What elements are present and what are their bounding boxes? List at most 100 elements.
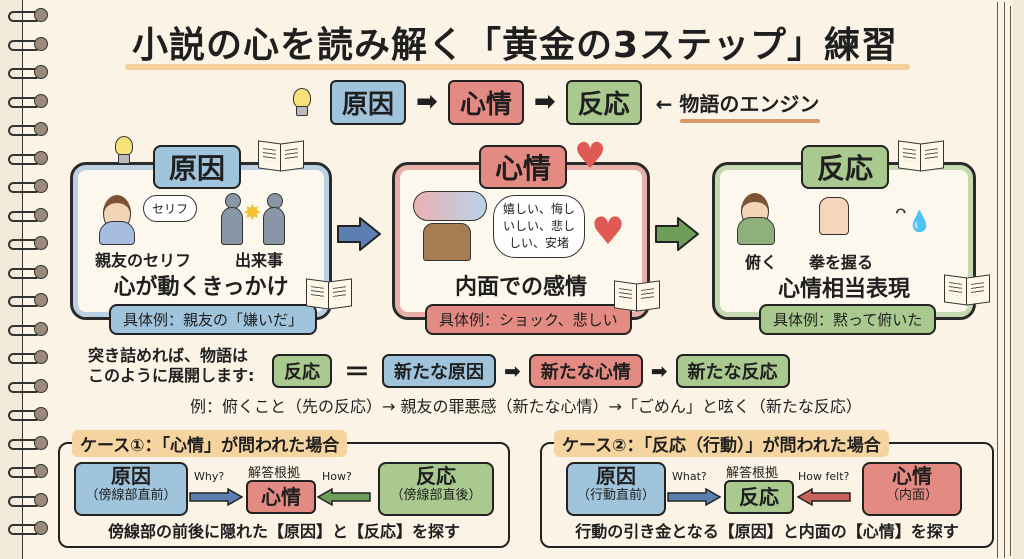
thought-cloud-icon [413, 191, 487, 221]
fist-icon [819, 197, 849, 235]
spiral-ring-icon [8, 407, 48, 421]
cloud-line: 嬉しい、悔し [503, 202, 576, 216]
case-1-answer-box: 心情 [246, 480, 316, 514]
case-2-footer: 行動の引き金となる【原因】と内面の【心情】を探す [575, 522, 959, 541]
arrow-cause-to-emotion-icon [337, 217, 381, 251]
case-1: ケース①：「心情」が問われた場合 原因 （傍線部直前） Why? 解答根拠 心情… [58, 430, 510, 548]
case-2-title: ケース②：「反応（行動）」が問われた場合 [554, 430, 889, 457]
case-1-reaction-label: 反応 [416, 464, 456, 488]
open-book-icon [944, 274, 992, 306]
spiral-ring-icon [8, 521, 48, 535]
flow-step-emotion: 心情 [447, 79, 524, 125]
open-book-icon [258, 140, 306, 172]
cycle-new-emotion: 新たな心情 [528, 353, 643, 388]
case-1-reaction-box: 反応 （傍線部直後） [378, 462, 494, 516]
panel-cause: 原因 セリフ ✸ 親友のセリフ 出来事 心が動くきっかけ 具体例：親友の「嫌いだ… [70, 145, 332, 335]
label-event: 出来事 [235, 251, 284, 270]
panel-cause-example: 具体例：親友の「嫌いだ」 [109, 304, 318, 335]
panel-reaction-tab: 反応 [801, 145, 890, 189]
emotions-cloud: 嬉しい、悔し いしい、悲し しい、安堵 [493, 195, 586, 258]
open-book-icon [614, 280, 662, 312]
spiral-ring-icon [8, 264, 48, 279]
panel-cause-tab: 原因 [153, 145, 242, 189]
cycle-example: 例：俯くこと（先の反応）→ 親友の罪悪感（新たな心情）→「ごめん」と呟く（新たな… [190, 397, 862, 416]
engine-note-text: ← 物語のエンジン [655, 91, 820, 116]
page-edge [997, 2, 1005, 558]
page-edge [1007, 6, 1011, 556]
cycle-new-reaction: 新たな反応 [675, 353, 790, 388]
crying-face-icon: ᵔ💧 [895, 201, 933, 236]
lightbulb-icon [290, 88, 312, 116]
engine-note: ← 物語のエンジン [655, 88, 820, 123]
spiral-ring-icon [8, 435, 48, 450]
spiral-ring-icon [8, 321, 48, 336]
cloud-line: しい、安堵 [509, 236, 570, 250]
equals-sign: ＝ [344, 358, 371, 388]
spiral-ring-icon [8, 150, 48, 165]
arrow-right-icon: ➡ [504, 358, 521, 383]
case-2-left-question: What? [672, 470, 707, 483]
cycle-start-reaction: 反応 [272, 353, 332, 388]
top-flow: 原因 ➡ 心情 ➡ 反応 ← 物語のエンジン [330, 79, 820, 125]
panel-emotion-example: 具体例：ショック、悲しい [425, 304, 632, 335]
panel-reaction-example: 具体例：黙って俯いた [759, 304, 937, 335]
case-2-answer-box: 反応 [724, 480, 794, 514]
case-1-footer: 傍線部の前後に隠れた【原因】と【反応】を探す [107, 522, 460, 541]
case-1-cause-sub: （傍線部直前） [85, 488, 177, 503]
spiral-ring-icon [8, 464, 48, 478]
spiral-ring-icon [8, 65, 48, 79]
open-book-icon [306, 278, 354, 310]
case-2-basis-label: 解答根拠 [726, 466, 779, 481]
case-2-cause-label: 原因 [596, 464, 636, 488]
panel-reaction: 反応 ᵔ💧 俯く 拳を握る 心情相当表現 具体例：黙って俯いた [712, 145, 976, 335]
spiral-ring-icon [8, 122, 48, 136]
panel-reaction-heading: 心情相当表現 [777, 277, 910, 302]
case-2-emotion-box: 心情 （内面） [862, 462, 962, 516]
case-2-right-question: How felt? [798, 470, 850, 483]
arrow-emotion-to-reaction-icon [655, 217, 699, 251]
cloud-line: いしい、悲し [503, 219, 576, 233]
spiral-ring-icon [8, 378, 48, 393]
cycle-new-cause: 新たな原因 [382, 353, 497, 388]
panel-emotion-tab: 心情 [479, 145, 568, 189]
flow-step-reaction: 反応 [565, 79, 642, 125]
case-1-title: ケース①：「心情」が問われた場合 [72, 430, 348, 457]
case-1-cause-label: 原因 [111, 464, 151, 488]
arrow-right-icon [667, 488, 722, 506]
heart-icon: ♥ [574, 136, 607, 177]
label-bow: 俯く [745, 253, 778, 272]
flow-step-cause: 原因 [330, 79, 407, 125]
case-1-reaction-sub: （傍線部直後） [390, 488, 482, 503]
page-title: 小説の心を読み解く「黄金の3ステップ」練習 [131, 25, 899, 66]
spiral-ring-icon [8, 179, 48, 193]
spiral-binding [0, 8, 50, 558]
label-friend-line: 親友のセリフ [95, 251, 192, 270]
cycle-intro-line: 突き詰めれば、物語は [88, 346, 249, 365]
panel-emotion: 心情 嬉しい、悔し いしい、悲し しい、安堵 ♥ 内面での感情 具体例：ショック… [392, 145, 650, 335]
spiral-ring-icon [8, 492, 48, 507]
spiral-ring-icon [8, 293, 48, 307]
cycle-intro: 突き詰めれば、物語は このように展開します: [88, 346, 254, 386]
case-1-basis-label: 解答根拠 [248, 466, 301, 481]
arrow-right-icon [189, 488, 244, 506]
case-2-emotion-label: 心情 [892, 464, 932, 488]
treasure-chest-icon [423, 223, 471, 261]
panel-emotion-heading: 内面での感情 [454, 275, 587, 300]
heart-icon: ♥ [591, 209, 626, 253]
spiral-ring-icon [8, 8, 48, 22]
panel-cause-heading: 心が動くきっかけ [113, 275, 289, 300]
case-1-right-question: How? [322, 470, 352, 483]
arrow-right-icon: ➡ [416, 87, 438, 117]
speech-bubble: セリフ [143, 195, 198, 222]
open-book-icon [898, 140, 946, 172]
cycle-intro-line: このように展開します: [88, 366, 255, 385]
spiral-ring-icon [8, 207, 48, 222]
spiral-ring-icon [8, 36, 48, 51]
case-1-cause-box: 原因 （傍線部直前） [74, 462, 188, 516]
spiral-ring-icon [8, 93, 48, 108]
spiral-ring-icon [8, 350, 48, 364]
cycle-flow: 反応 ＝ 新たな原因 ➡ 新たな心情 ➡ 新たな反応 [272, 352, 790, 389]
title-highlight [125, 64, 910, 70]
spiral-ring-icon [8, 236, 48, 250]
arrow-right-icon: ➡ [650, 358, 668, 383]
